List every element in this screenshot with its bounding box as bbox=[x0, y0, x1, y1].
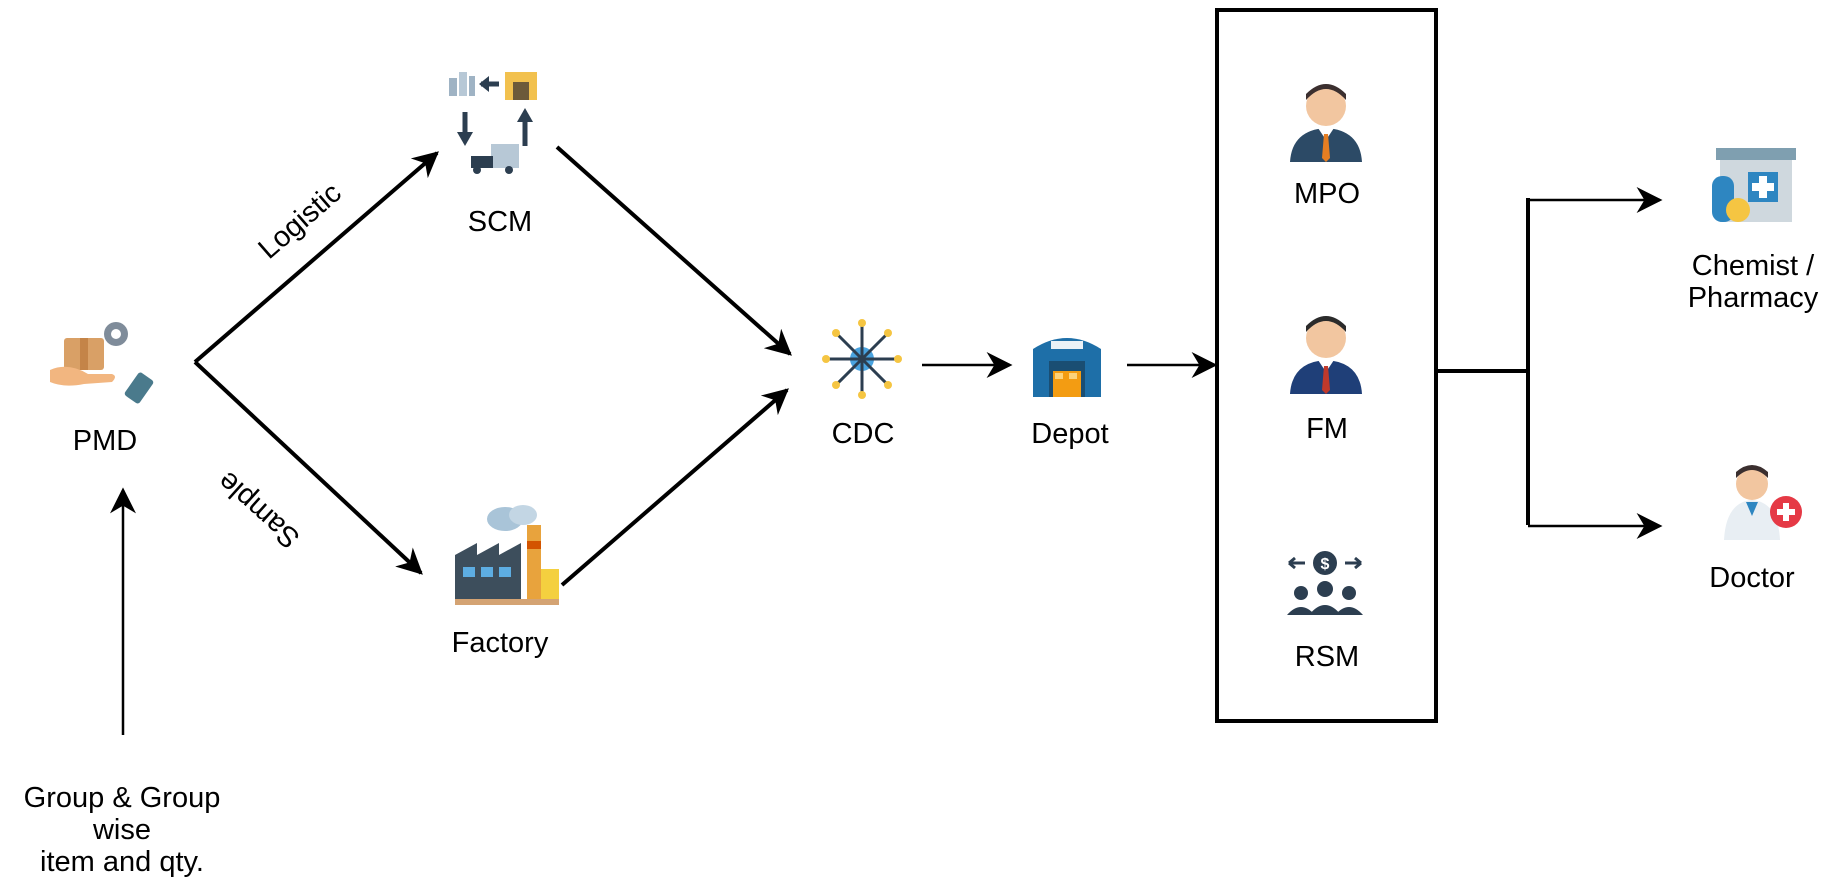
factory-icon bbox=[455, 505, 559, 605]
edge-scm-cdc bbox=[555, 145, 792, 356]
node-label-scm: SCM bbox=[467, 206, 533, 238]
node-label-cdc: CDC bbox=[831, 418, 895, 450]
node-label-doctor: Doctor bbox=[1709, 562, 1795, 594]
node-label-depot: Depot bbox=[1031, 418, 1109, 450]
sales-team-icon: $ bbox=[1287, 551, 1363, 615]
edge-factory-cdc bbox=[560, 388, 789, 587]
edge-label-sample: Sample bbox=[212, 465, 306, 555]
supply-chain-cycle-icon bbox=[449, 72, 537, 174]
businessman-icon bbox=[1290, 84, 1362, 162]
warehouse-icon bbox=[1033, 338, 1101, 397]
node-label-rsm: RSM bbox=[1294, 641, 1360, 673]
distribution-hub-icon bbox=[822, 319, 902, 399]
node-label-factory: Factory bbox=[451, 627, 549, 659]
svg-text:$: $ bbox=[1321, 556, 1330, 573]
manager-icon bbox=[1290, 316, 1362, 394]
field-force-box bbox=[1215, 8, 1438, 723]
node-label-fm: FM bbox=[1306, 413, 1348, 445]
doctor-icon bbox=[1724, 465, 1802, 540]
hand-package-gear-icon bbox=[50, 322, 154, 404]
edge-pmd-scm bbox=[193, 151, 439, 364]
edge-label-logistic: Logistic bbox=[252, 177, 347, 266]
edge-pmd-factory bbox=[193, 360, 423, 575]
node-label-pmd: PMD bbox=[72, 425, 138, 457]
node-label-chemist: Chemist / Pharmacy bbox=[1687, 250, 1819, 314]
input-label: Group & Group wise item and qty. bbox=[23, 782, 221, 878]
pharmacy-icon bbox=[1712, 148, 1796, 222]
edges bbox=[110, 145, 1663, 735]
node-label-mpo: MPO bbox=[1293, 178, 1361, 210]
